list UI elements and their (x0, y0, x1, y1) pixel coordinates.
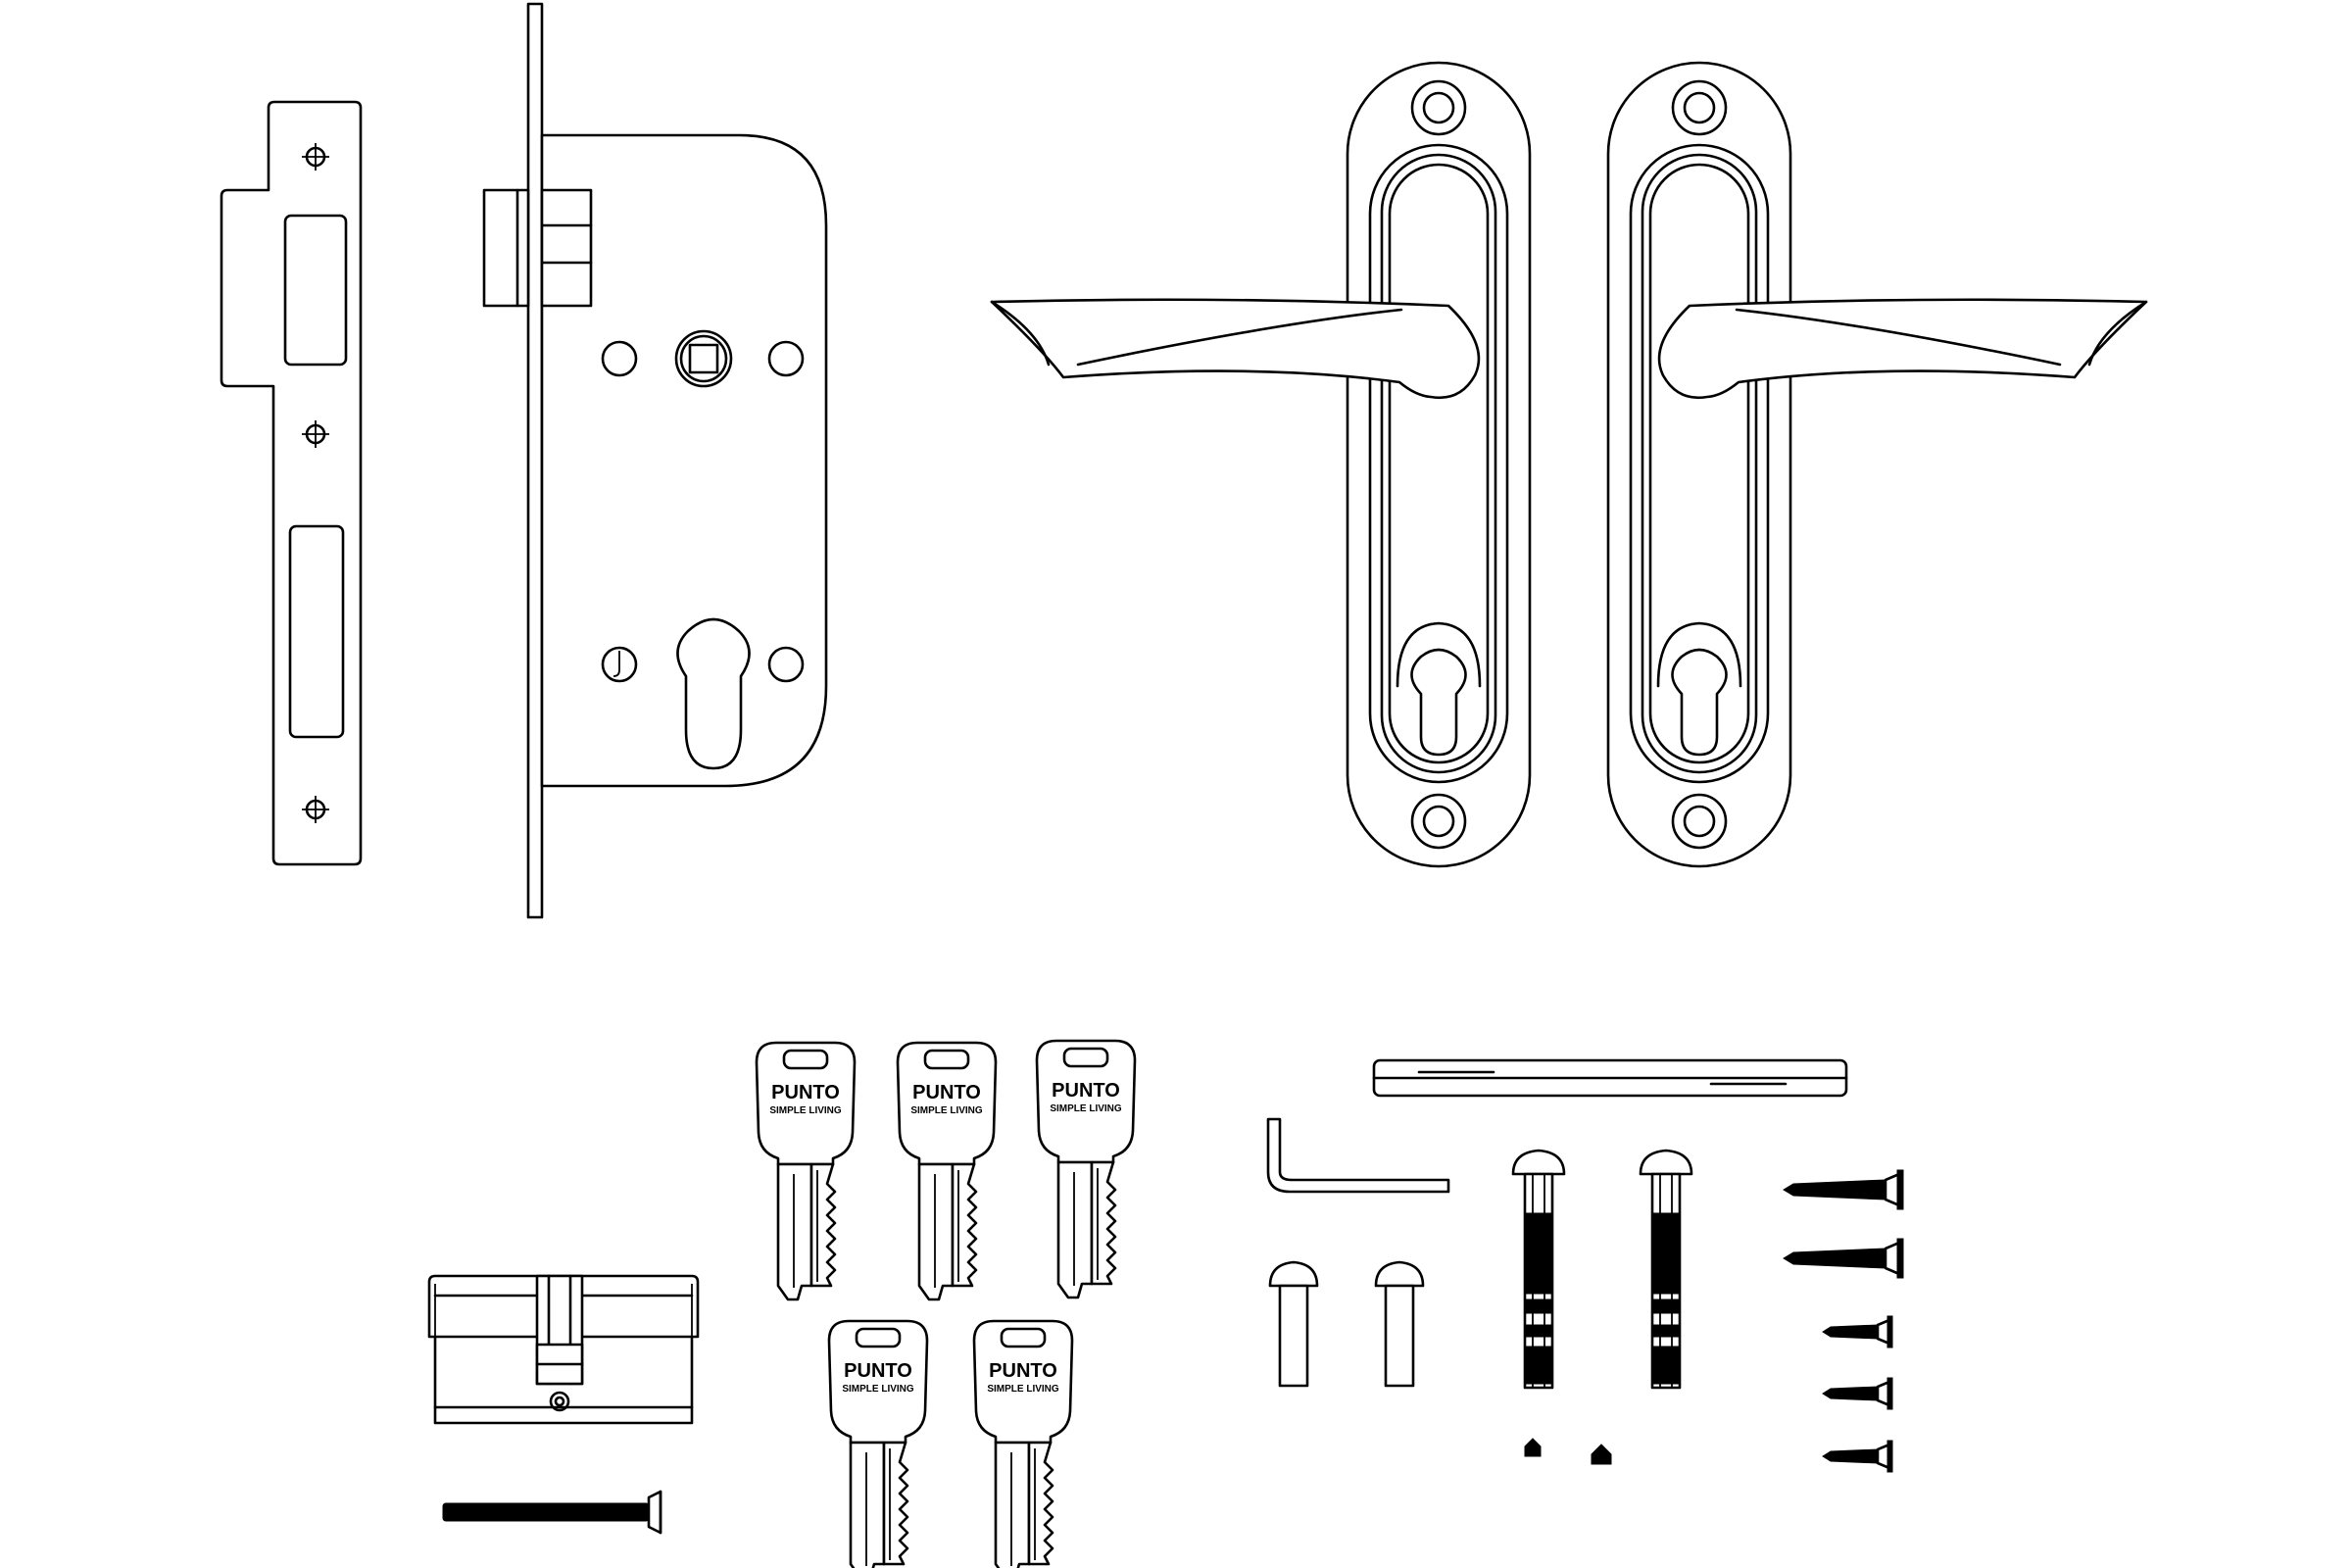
strike-screw-hole (302, 420, 329, 448)
square-spindle (1372, 1058, 1848, 1098)
handle-plate-right (1606, 61, 2148, 868)
key-brand: PUNTO (912, 1082, 981, 1103)
key-tagline: SIMPLE LIVING (987, 1384, 1059, 1395)
key: PUNTO SIMPLE LIVING (896, 1041, 998, 1301)
long-wood-screw (1783, 1169, 1904, 1210)
short-wood-screw (1822, 1377, 1893, 1410)
key-tagline: SIMPLE LIVING (769, 1105, 842, 1116)
allen-key (1266, 1117, 1450, 1194)
strike-screw-hole (302, 796, 329, 823)
key-tagline: SIMPLE LIVING (910, 1105, 983, 1116)
handle-plate-left (990, 61, 1532, 868)
strike-plate (220, 100, 363, 866)
grub-screw (1524, 1438, 1542, 1457)
key-tagline: SIMPLE LIVING (1050, 1103, 1122, 1114)
sleeve-nut (1374, 1260, 1425, 1388)
short-wood-screw (1822, 1315, 1893, 1348)
sleeve-nut (1268, 1260, 1319, 1388)
long-wood-screw (1783, 1238, 1904, 1279)
key-tagline: SIMPLE LIVING (842, 1384, 914, 1395)
through-bolt (1511, 1149, 1566, 1390)
key-brand: PUNTO (989, 1360, 1057, 1382)
key: PUNTO SIMPLE LIVING (827, 1319, 929, 1568)
through-bolt (1639, 1149, 1693, 1390)
grub-screw (1591, 1444, 1612, 1465)
strike-screw-hole (302, 143, 329, 171)
key-brand: PUNTO (1052, 1080, 1120, 1102)
key-brand: PUNTO (771, 1082, 840, 1103)
key: PUNTO SIMPLE LIVING (1035, 1039, 1137, 1299)
key-brand: PUNTO (844, 1360, 912, 1382)
short-wood-screw (1822, 1440, 1893, 1473)
cylinder-fixing-screw (442, 1490, 662, 1535)
key: PUNTO SIMPLE LIVING (755, 1041, 857, 1301)
key: PUNTO SIMPLE LIVING (972, 1319, 1074, 1568)
euro-cylinder (427, 1274, 700, 1425)
mortise-lock-body (482, 2, 828, 919)
